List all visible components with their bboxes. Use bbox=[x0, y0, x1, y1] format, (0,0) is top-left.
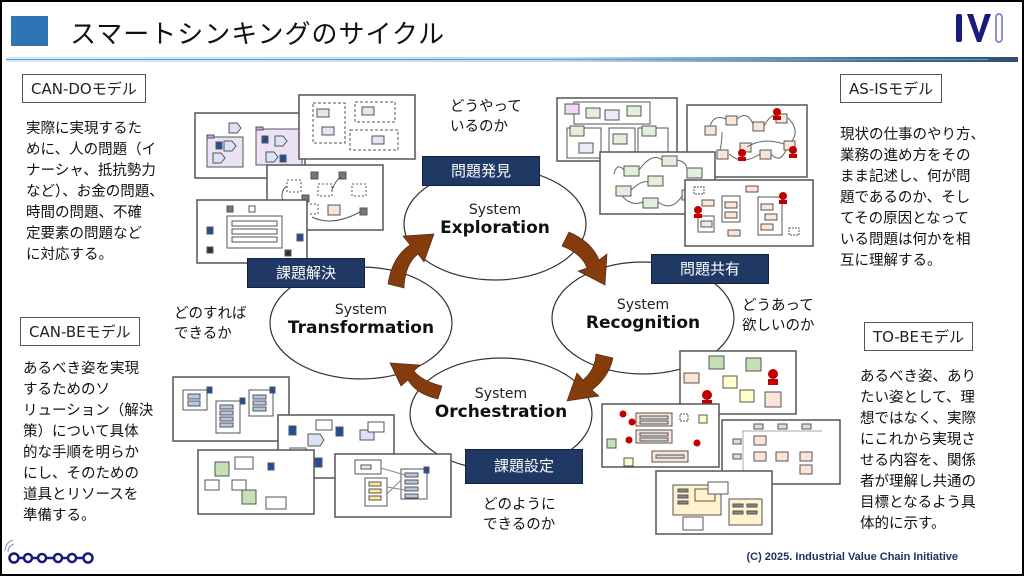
ivi-logo bbox=[952, 10, 1008, 50]
can-do-description: 実際に実現するた めに、人の問題（イ ナーシャ、抵抗勢力 など）、お金の問題、 … bbox=[26, 119, 164, 266]
desc-line: リューション（解決 bbox=[23, 403, 154, 419]
desc-line: 準備する。 bbox=[23, 508, 96, 524]
desc-line: など）、お金の問題、 bbox=[26, 184, 164, 200]
desc-line: てその原因となって bbox=[840, 211, 969, 227]
question-orchestration: どのように できるのか bbox=[483, 495, 556, 535]
node-name: Exploration bbox=[440, 218, 550, 238]
desc-line: 互に理解する。 bbox=[840, 253, 942, 269]
desc-line: たい姿として、理 bbox=[860, 390, 975, 406]
arrow-recognition-to-orchestration bbox=[566, 353, 614, 402]
question-line: どうやって bbox=[450, 99, 522, 115]
desc-line: 題であるのか、そし bbox=[840, 190, 971, 206]
page-title: スマートシンキングのサイクル bbox=[70, 20, 446, 50]
desc-line: 的な手順を明らか bbox=[23, 445, 139, 461]
question-line: いるのか bbox=[450, 119, 508, 135]
node-system-label: System bbox=[334, 302, 388, 318]
desc-line: あるべき姿を実現 bbox=[23, 361, 139, 377]
arrow-exploration-to-recognition bbox=[561, 231, 608, 286]
phase-orchestration: 課題設定 bbox=[465, 449, 583, 484]
to-be-model-label: TO-BEモデル bbox=[864, 322, 974, 351]
phase-exploration: 問題発見 bbox=[422, 156, 540, 186]
question-exploration: どうやって いるのか bbox=[450, 97, 522, 137]
desc-line: まま記述し、何が問 bbox=[840, 169, 971, 185]
desc-line: にし、そのための bbox=[23, 466, 139, 482]
as-is-description: 現状の仕事のやり方、 業務の進め方をその まま記述し、何が問 題であるのか、そし… bbox=[840, 125, 985, 272]
node-name: Orchestration bbox=[434, 402, 568, 422]
node-system-label: System bbox=[468, 202, 522, 218]
question-line: 欲しいのか bbox=[742, 318, 815, 334]
can-be-description: あるべき姿を実現 するためのソ リューション（解決 策）について具体 的な手順を… bbox=[23, 359, 153, 527]
arrow-transformation-to-exploration bbox=[387, 233, 435, 289]
to-be-description: あるべき姿、あり たい姿として、理 想ではなく、実際 にこれから実現さ せる内容… bbox=[860, 367, 976, 535]
desc-line: ナーシャ、抵抗勢力 bbox=[26, 163, 156, 179]
copyright-text: (C) 2025. Industrial Value Chain Initiat… bbox=[746, 551, 958, 563]
can-do-model-label: CAN-DOモデル bbox=[22, 74, 146, 103]
as-is-model-label: AS-ISモデル bbox=[840, 74, 943, 103]
node-exploration: System Exploration bbox=[425, 202, 565, 238]
arrow-orchestration-to-transformation bbox=[389, 362, 443, 400]
node-system-label: System bbox=[616, 297, 670, 313]
question-line: どのすれば bbox=[174, 306, 247, 322]
phase-recognition: 問題共有 bbox=[651, 254, 769, 284]
desc-line: あるべき姿、あり bbox=[860, 369, 976, 385]
desc-line: 者が理解し共通の bbox=[860, 474, 976, 490]
title-divider bbox=[6, 57, 1018, 62]
desc-line: 想ではなく、実際 bbox=[860, 411, 976, 427]
desc-line: にこれから実現さ bbox=[860, 432, 976, 448]
desc-line: 定要素の問題など bbox=[26, 226, 142, 242]
desc-line: 実際に実現するた bbox=[26, 121, 142, 137]
desc-line: 時間の問題、不確 bbox=[26, 205, 142, 221]
node-name: Transformation bbox=[287, 318, 435, 338]
desc-line: 道具とリソースを bbox=[23, 487, 139, 503]
question-line: できるか bbox=[174, 326, 232, 342]
desc-line: に対応する。 bbox=[26, 247, 113, 263]
desc-line: いる問題は何かを相 bbox=[840, 232, 971, 248]
phase-transformation: 課題解決 bbox=[247, 258, 365, 288]
desc-line: せる内容を、関係 bbox=[860, 453, 976, 469]
node-orchestration: System Orchestration bbox=[426, 386, 576, 422]
node-name: Recognition bbox=[585, 313, 701, 333]
desc-line: 業務の進め方をその bbox=[840, 148, 971, 164]
question-transformation: どのすれば できるか bbox=[174, 304, 247, 344]
desc-line: めに、人の問題（イ bbox=[26, 142, 157, 158]
node-recognition: System Recognition bbox=[573, 297, 713, 333]
desc-line: 目標となるよう具 bbox=[860, 495, 976, 511]
can-be-model-label: CAN-BEモデル bbox=[20, 317, 140, 346]
question-line: どうあって bbox=[742, 298, 814, 314]
question-line: できるのか bbox=[483, 517, 556, 533]
desc-line: 体的に示す。 bbox=[860, 516, 946, 532]
question-recognition: どうあって 欲しいのか bbox=[742, 296, 815, 336]
node-system-label: System bbox=[474, 386, 528, 402]
desc-line: 現状の仕事のやり方、 bbox=[840, 127, 985, 143]
node-transformation: System Transformation bbox=[281, 302, 441, 338]
desc-line: するためのソ bbox=[23, 382, 110, 398]
title-marker bbox=[11, 16, 48, 46]
desc-line: 策）について具体 bbox=[23, 424, 139, 440]
ellipse-recognition bbox=[551, 261, 735, 375]
question-line: どのように bbox=[483, 497, 556, 513]
